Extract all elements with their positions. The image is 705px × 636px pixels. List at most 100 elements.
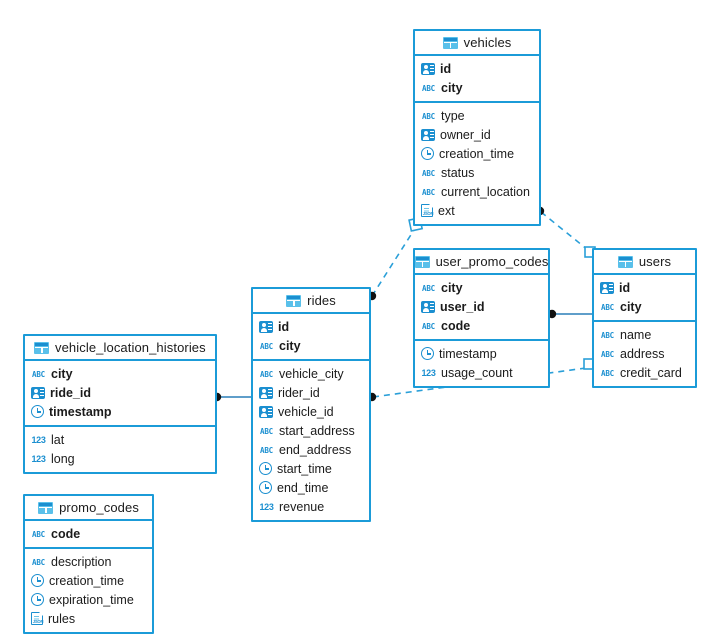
- id-card-icon: [259, 320, 273, 333]
- clock-icon: [31, 574, 44, 587]
- column-name: lat: [51, 432, 65, 447]
- relationship-user-promo-codes-users[interactable]: [547, 309, 592, 319]
- column-row[interactable]: ABC city: [25, 364, 215, 383]
- column-row[interactable]: id: [253, 317, 369, 336]
- column-row[interactable]: creation_time: [25, 571, 152, 590]
- column-name: rules: [48, 611, 76, 626]
- table-title: vehicles: [463, 35, 512, 50]
- column-row[interactable]: id: [594, 278, 695, 297]
- column-row[interactable]: ext: [415, 201, 539, 220]
- column-row[interactable]: expiration_time: [25, 590, 152, 609]
- table-header-user-promo-codes: user_promo_codes: [414, 250, 549, 275]
- column-row[interactable]: id: [415, 59, 539, 78]
- column-name: start_time: [277, 461, 332, 476]
- column-row[interactable]: ABC type: [415, 106, 539, 125]
- column-row[interactable]: rules: [25, 609, 152, 628]
- column-row[interactable]: ride_id: [25, 383, 215, 402]
- column-row[interactable]: ABC city: [415, 278, 548, 297]
- column-name: user_id: [440, 299, 485, 314]
- column-section: ABC type owner_id creation_time ABC stat…: [415, 103, 539, 224]
- column-row[interactable]: ABC code: [25, 524, 152, 543]
- column-row[interactable]: 123 usage_count: [415, 363, 548, 382]
- primary-key-section: ABC city user_id ABC code: [415, 275, 548, 341]
- column-row[interactable]: vehicle_id: [253, 402, 369, 421]
- column-row[interactable]: 123 revenue: [253, 497, 369, 516]
- column-name: description: [51, 554, 112, 569]
- column-row[interactable]: end_time: [253, 478, 369, 497]
- number-icon: 123: [421, 367, 436, 378]
- table-title: promo_codes: [59, 500, 139, 515]
- abc-icon: ABC: [601, 368, 614, 378]
- table-title: user_promo_codes: [435, 254, 549, 269]
- column-row[interactable]: ABC credit_card: [594, 363, 695, 382]
- table-node-vehicle-location-histories[interactable]: vehicle_location_histories ABC city ride…: [23, 334, 217, 474]
- clock-icon: [421, 147, 434, 160]
- column-name: end_time: [277, 480, 329, 495]
- primary-key-section: id ABC city: [253, 314, 369, 361]
- clock-icon: [31, 405, 44, 418]
- column-section: ABC name ABC address ABC credit_card: [594, 322, 695, 386]
- column-name: ext: [438, 203, 455, 218]
- abc-icon: ABC: [422, 283, 435, 293]
- column-row[interactable]: ABC address: [594, 344, 695, 363]
- column-row[interactable]: ABC end_address: [253, 440, 369, 459]
- column-row[interactable]: ABC vehicle_city: [253, 364, 369, 383]
- table-node-rides[interactable]: rides id ABC city ABC vehicle_city rider…: [251, 287, 371, 522]
- column-name: city: [441, 280, 463, 295]
- column-name: revenue: [279, 499, 325, 514]
- column-row[interactable]: owner_id: [415, 125, 539, 144]
- column-name: vehicle_id: [278, 404, 334, 419]
- table-node-users[interactable]: users id ABC city ABC name ABC address A…: [592, 248, 697, 388]
- column-row[interactable]: ABC description: [25, 552, 152, 571]
- table-header-vehicles: vehicles: [415, 31, 539, 56]
- column-name: vehicle_city: [279, 366, 344, 381]
- column-section: ABC description creation_time expiration…: [25, 549, 152, 632]
- id-card-icon: [421, 128, 435, 141]
- column-row[interactable]: ABC start_address: [253, 421, 369, 440]
- column-name: city: [279, 338, 301, 353]
- table-node-promo-codes[interactable]: promo_codes ABC code ABC description cre…: [23, 494, 154, 634]
- abc-icon: ABC: [422, 187, 435, 197]
- column-row[interactable]: timestamp: [415, 344, 548, 363]
- id-card-icon: [259, 405, 273, 418]
- column-row[interactable]: start_time: [253, 459, 369, 478]
- abc-icon: ABC: [422, 83, 435, 93]
- primary-key-section: ABC city ride_id timestamp: [25, 361, 215, 427]
- column-row[interactable]: 123 long: [25, 449, 215, 468]
- column-name: id: [619, 280, 631, 295]
- abc-icon: ABC: [422, 168, 435, 178]
- relationship-vehicle-location-histories-rides[interactable]: [212, 392, 253, 402]
- table-node-user-promo-codes[interactable]: user_promo_codes ABC city user_id ABC co…: [413, 248, 550, 388]
- primary-key-section: id ABC city: [594, 275, 695, 322]
- column-row[interactable]: user_id: [415, 297, 548, 316]
- clock-icon: [31, 593, 44, 606]
- abc-icon: ABC: [260, 369, 273, 379]
- column-row[interactable]: rider_id: [253, 383, 369, 402]
- column-name: creation_time: [49, 573, 125, 588]
- table-header-promo-codes: promo_codes: [25, 496, 152, 521]
- column-row[interactable]: ABC city: [415, 78, 539, 97]
- column-name: expiration_time: [49, 592, 134, 607]
- column-name: city: [620, 299, 642, 314]
- column-name: city: [441, 80, 463, 95]
- column-name: status: [441, 165, 475, 180]
- column-row[interactable]: ABC status: [415, 163, 539, 182]
- column-row[interactable]: ABC city: [594, 297, 695, 316]
- column-row[interactable]: ABC code: [415, 316, 548, 335]
- column-section: ABC vehicle_city rider_id vehicle_id ABC…: [253, 361, 369, 520]
- column-name: name: [620, 327, 652, 342]
- table-icon: [38, 501, 54, 514]
- column-section: 123 lat 123 long: [25, 427, 215, 472]
- table-node-vehicles[interactable]: vehicles id ABC city ABC type owner_id: [413, 29, 541, 226]
- number-icon: 123: [31, 434, 46, 445]
- column-row[interactable]: creation_time: [415, 144, 539, 163]
- table-header-vehicle-location-histories: vehicle_location_histories: [25, 336, 215, 361]
- column-name: credit_card: [620, 365, 682, 380]
- column-row[interactable]: ABC name: [594, 325, 695, 344]
- column-row[interactable]: ABC city: [253, 336, 369, 355]
- column-row[interactable]: ABC current_location: [415, 182, 539, 201]
- abc-icon: ABC: [601, 302, 614, 312]
- column-row[interactable]: timestamp: [25, 402, 215, 421]
- column-row[interactable]: 123 lat: [25, 430, 215, 449]
